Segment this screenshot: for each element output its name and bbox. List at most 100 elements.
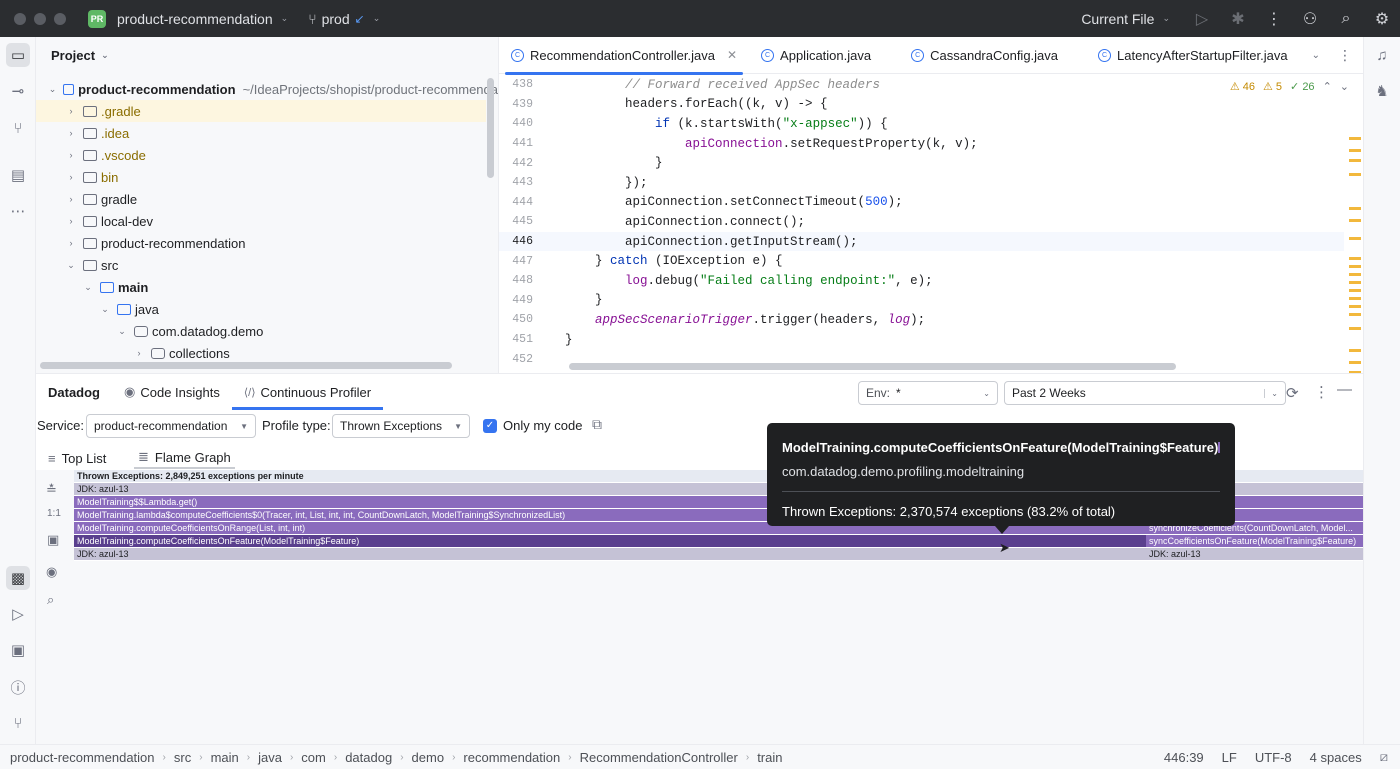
flame-frame[interactable]: ModelTraining.computeCoefficientsOnFeatu…	[74, 535, 1146, 548]
code-line[interactable]: 441 apiConnection.setRequestProperty(k, …	[499, 134, 1344, 154]
tree-root[interactable]: ⌄ product-recommendation~/IdeaProjects/s…	[48, 81, 498, 97]
tab-continuous-profiler[interactable]: ⟨/⟩Continuous Profiler	[231, 374, 384, 410]
options-icon[interactable]: ⋮	[1314, 384, 1329, 401]
project-horizontal-scrollbar[interactable]	[40, 362, 452, 369]
file-encoding[interactable]: UTF-8	[1254, 749, 1292, 765]
project-panel-title[interactable]: Project⌄	[51, 48, 109, 63]
tree-item-gradle-hidden[interactable]: ›.gradle	[36, 100, 486, 122]
error-stripe[interactable]	[1349, 137, 1361, 377]
tree-item-vscode[interactable]: ›.vscode	[69, 147, 146, 163]
more-icon[interactable]: ⋮	[1266, 10, 1282, 28]
run-config-selector[interactable]: Current File⌄	[1081, 10, 1170, 27]
code-line[interactable]: 442 }	[499, 153, 1344, 173]
code-line[interactable]: 439 headers.forEach((k, v) -> {	[499, 95, 1344, 115]
breadcrumb-item[interactable]: java	[258, 749, 282, 765]
tree-item-product-recommendation[interactable]: ›product-recommendation	[69, 235, 246, 251]
tab-list-chevron-icon[interactable]: ⌄	[1311, 49, 1320, 61]
profile-type-select[interactable]: Thrown Exceptions▼	[332, 414, 470, 438]
tree-item-idea[interactable]: ›.idea	[69, 125, 130, 141]
commit-icon[interactable]: ⊸	[11, 83, 25, 100]
project-vertical-scrollbar[interactable]	[487, 78, 494, 178]
service-select[interactable]: product-recommendation▼	[86, 414, 256, 438]
code-line[interactable]: 444 apiConnection.setConnectTimeout(500)…	[499, 193, 1344, 213]
breadcrumb-item[interactable]: RecommendationController	[579, 749, 738, 765]
notifications-icon[interactable]: ♫	[1376, 46, 1388, 64]
flame-frame[interactable]: JDK: azul-13	[1146, 548, 1363, 561]
top-list-tab[interactable]: ≡Top List	[48, 450, 107, 466]
close-tab-icon[interactable]: ✕	[726, 48, 738, 62]
caret-position[interactable]: 446:39	[1163, 749, 1204, 765]
code-line[interactable]: 448 log.debug("Failed calling endpoint:"…	[499, 271, 1344, 291]
breadcrumb-item[interactable]: demo	[411, 749, 445, 765]
editor-more-icon[interactable]: ⋮	[1338, 46, 1352, 63]
tree-item-package[interactable]: ⌄com.datadog.demo	[118, 323, 264, 339]
eye-toggle-icon[interactable]: ◉	[46, 564, 58, 579]
breadcrumb-item[interactable]: main	[210, 749, 239, 765]
project-folder-icon[interactable]: ▭	[6, 43, 30, 67]
minimize-icon[interactable]: —	[1337, 381, 1352, 398]
indent-setting[interactable]: 4 spaces	[1309, 749, 1362, 765]
window-controls[interactable]	[14, 12, 66, 25]
more-tools-icon[interactable]: ⋯	[10, 203, 26, 220]
run-icon[interactable]: ▷	[1195, 10, 1209, 28]
datadog-icon[interactable]: ▩	[6, 566, 30, 590]
services-icon[interactable]: ▷	[12, 606, 24, 623]
problems-icon[interactable]: ⓘ	[10, 679, 26, 697]
code-line[interactable]: 443 });	[499, 173, 1344, 193]
breadcrumb-item[interactable]: datadog	[345, 749, 393, 765]
settings-icon[interactable]: ⚙	[1374, 10, 1390, 28]
datadog-dog-icon[interactable]: ♞	[1375, 83, 1389, 100]
editor-horizontal-scrollbar[interactable]	[569, 363, 1176, 370]
frame-icon[interactable]: ▣	[47, 532, 60, 547]
time-range-selector[interactable]: Past 2 Weeks⌄	[1004, 381, 1286, 405]
tree-item-collections[interactable]: ›collections	[137, 345, 230, 361]
structure-icon[interactable]: ▤	[10, 167, 26, 184]
flame-frame[interactable]: JDK: azul-13	[74, 548, 1363, 561]
env-selector[interactable]: Env:*⌄	[858, 381, 998, 405]
search-icon[interactable]: ⌕	[1341, 9, 1351, 27]
lock-icon[interactable]: ⧄	[1379, 749, 1388, 764]
tree-item-src[interactable]: ⌄src	[67, 257, 119, 273]
reset-zoom-icon[interactable]: 1:1	[47, 508, 61, 519]
tree-item-bin[interactable]: ›bin	[69, 169, 119, 185]
debug-icon[interactable]: ✱	[1231, 10, 1245, 28]
code-line[interactable]: 445 apiConnection.connect();	[499, 212, 1344, 232]
breadcrumb-item[interactable]: product-recommendation	[10, 749, 155, 765]
branch-switcher[interactable]: ⑂ prod ↙⌄	[308, 10, 381, 27]
code-line[interactable]: 452	[499, 349, 1344, 369]
inspection-widget[interactable]: ⚠ 46 ⚠ 5 ✓ 26 ⌃⌄	[1229, 81, 1349, 93]
breadcrumb-item[interactable]: recommendation	[463, 749, 561, 765]
terminal-icon[interactable]: ▣	[10, 642, 26, 659]
project-switcher[interactable]: PR product-recommendation⌄	[88, 9, 288, 28]
only-my-code-checkbox[interactable]: ✓Only my code	[483, 418, 582, 433]
code-line[interactable]: 438 // Forward received AppSec headers	[499, 75, 1344, 95]
collapse-icon[interactable]: ≛	[46, 482, 57, 497]
add-user-icon[interactable]: ⚇	[1302, 10, 1318, 28]
code-line[interactable]: 450 appSecScenarioTrigger.trigger(header…	[499, 310, 1344, 330]
flame-frame[interactable]: syncCoefficientsOnFeature(ModelTraining$…	[1146, 535, 1363, 548]
breadcrumb-item[interactable]: com	[301, 749, 326, 765]
pull-requests-icon[interactable]: ⑂	[13, 119, 23, 137]
tree-item-main[interactable]: ⌄main	[84, 279, 149, 295]
git-icon[interactable]: ⑂	[13, 714, 23, 732]
search-icon[interactable]: ⌕	[47, 592, 55, 607]
breadcrumb-item[interactable]: src	[173, 749, 192, 765]
breadcrumb-item[interactable]: train	[757, 749, 783, 765]
tree-item-gradle[interactable]: ›gradle	[69, 191, 138, 207]
code-line[interactable]: 447 } catch (IOException e) {	[499, 251, 1344, 271]
code-line[interactable]: 446 apiConnection.getInputStream();	[499, 231, 1344, 252]
refresh-icon[interactable]: ⟳	[1286, 385, 1299, 402]
tab-code-insights[interactable]: ◉Code Insights	[124, 384, 220, 400]
code-line[interactable]: 440 if (k.startsWith("x-appsec")) {	[499, 114, 1344, 134]
tree-item-local-dev[interactable]: ›local-dev	[69, 213, 154, 229]
code-line[interactable]: 451}	[499, 330, 1344, 350]
code-line[interactable]: 449 }	[499, 291, 1344, 311]
line-separator[interactable]: LF	[1221, 749, 1237, 765]
tree-item-java[interactable]: ⌄java	[101, 301, 159, 317]
external-link-icon[interactable]: ⧉	[592, 416, 602, 432]
